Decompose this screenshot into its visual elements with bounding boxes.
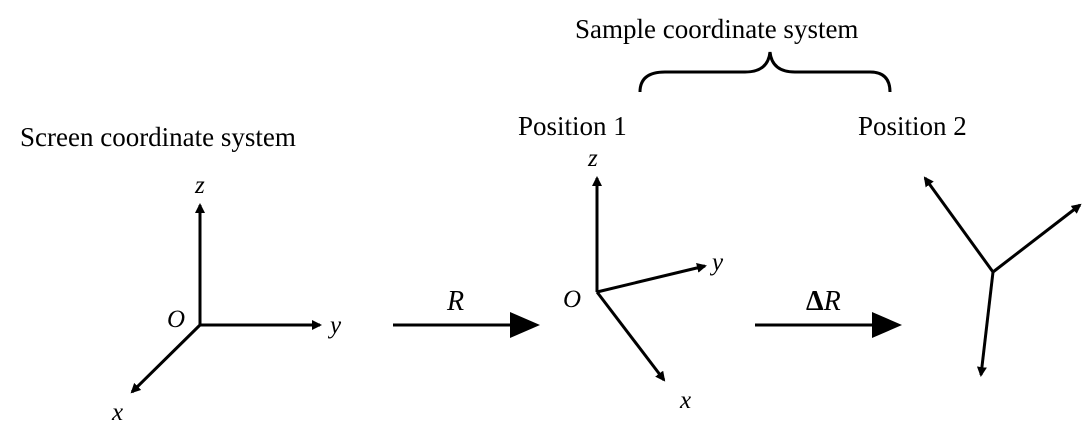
screen-origin-label: O: [167, 306, 185, 333]
position-1-label: Position 1: [518, 111, 627, 141]
position-2-axes: [923, 176, 1082, 377]
delta-rotation-arrowhead: [872, 312, 902, 338]
position-1-y-axis: [596, 263, 707, 294]
delta-symbol: Δ: [806, 286, 824, 317]
rotation-label: R: [446, 286, 464, 317]
screen-x-label: x: [111, 399, 123, 426]
screen-y-label: y: [327, 312, 342, 339]
delta-rotation-symbol: R: [823, 286, 841, 317]
position-1-z-label: z: [587, 145, 598, 172]
screen-z-label: z: [194, 172, 205, 199]
screen-x-axis: [130, 323, 202, 394]
sample-coordinate-system-title: Sample coordinate system: [575, 14, 858, 44]
position-2-axis-upper-right: [992, 203, 1082, 274]
position-1-x-label: x: [679, 387, 691, 414]
position-2-label: Position 2: [858, 111, 967, 141]
position-1-axes: z y x O: [563, 145, 724, 414]
position-1-x-axis: [595, 291, 666, 382]
rotation-arrowhead: [510, 312, 540, 338]
position-2-axis-down: [976, 271, 995, 377]
delta-rotation-transform: ΔR: [755, 286, 902, 338]
position-1-origin-label: O: [563, 286, 581, 313]
sample-system-brace: [638, 51, 892, 93]
delta-rotation-label: ΔR: [806, 286, 841, 317]
screen-axes: z y x O: [111, 172, 342, 426]
position-2-axis-upper-left: [923, 176, 995, 273]
screen-coordinate-system-title: Screen coordinate system: [20, 122, 296, 152]
position-1-y-label: y: [709, 249, 724, 276]
rotation-transform: R: [393, 286, 540, 338]
